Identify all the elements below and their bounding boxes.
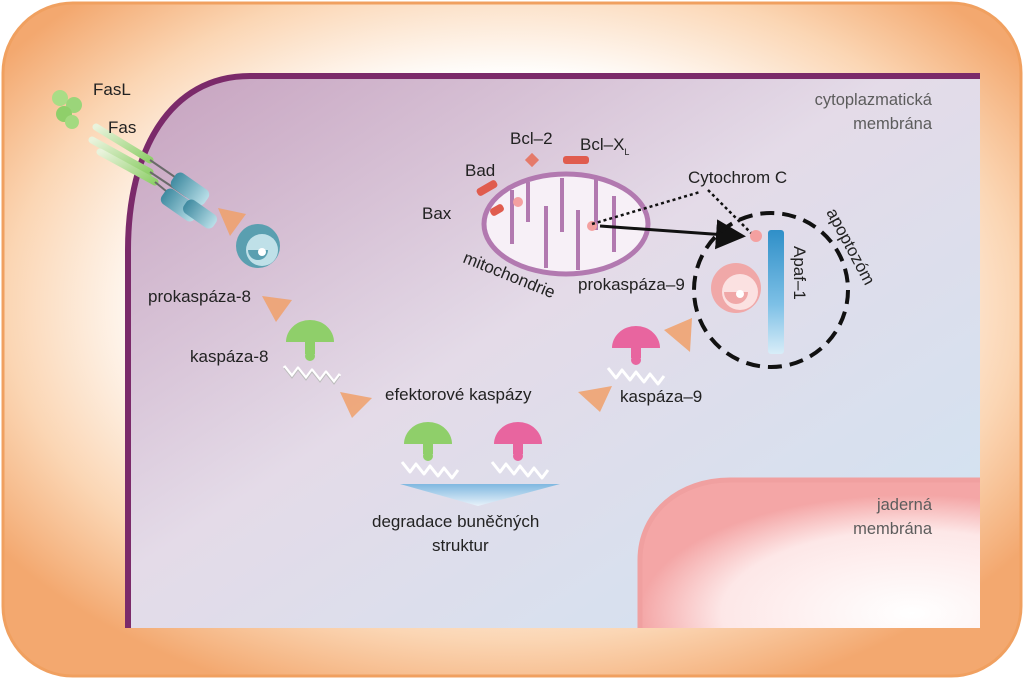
bclxl-label: Bcl–XL xyxy=(580,135,629,157)
fas-receptor-icon xyxy=(88,123,217,229)
fasl-label: FasL xyxy=(93,80,131,99)
apaf1-label: Apaf–1 xyxy=(790,246,809,300)
nuclear-membrane-label-line1: jaderná xyxy=(876,496,933,514)
caspase-8-label: kaspáza-8 xyxy=(190,347,268,366)
bax-label: Bax xyxy=(422,204,452,223)
effector-caspase-pink-icon xyxy=(490,422,550,480)
caspase-8-icon xyxy=(282,320,342,385)
cytochrome-c-release-dotted xyxy=(591,190,701,226)
cytochrome-c-path-dotted xyxy=(707,189,753,235)
cytoplasmic-membrane-label-line2: membrána xyxy=(853,115,933,133)
mitochondria-icon xyxy=(481,171,651,277)
cytochrome-c-arrow xyxy=(599,219,746,250)
nuclear-membrane-label-line2: membrána xyxy=(853,520,933,538)
fasl-ligand-icon xyxy=(52,90,82,129)
bad-protein-icon xyxy=(476,180,498,196)
degradation-arrow xyxy=(400,484,560,506)
bad-label: Bad xyxy=(465,161,495,180)
bcl2-protein-icon xyxy=(524,152,540,168)
procaspase-8-label: prokaspáza-8 xyxy=(148,287,251,306)
bax-protein-icon xyxy=(490,204,504,216)
caspase-9-label: kaspáza–9 xyxy=(620,387,702,406)
cytochrome-c-molecule-icon xyxy=(750,230,762,242)
bcl2-label: Bcl–2 xyxy=(510,129,553,148)
nucleus xyxy=(640,480,980,628)
apoptosome-boundary xyxy=(692,211,850,369)
effector-caspases-label: efektorové kaspázy xyxy=(385,385,532,404)
apaf1-icon xyxy=(768,230,784,354)
cytochrome-c-label: Cytochrom C xyxy=(688,168,787,187)
pathway-arrows xyxy=(218,208,692,418)
nuclear-membrane xyxy=(637,477,980,628)
bclxl-protein-icon xyxy=(563,156,589,164)
procaspase-8-icon xyxy=(236,224,280,268)
procaspase-9-label: prokaspáza–9 xyxy=(578,275,685,294)
fas-label: Fas xyxy=(108,118,136,137)
procaspase-9-icon xyxy=(711,263,761,313)
cytoplasmic-membrane xyxy=(125,73,980,628)
degradation-label-line1: degradace buněčných xyxy=(372,512,539,531)
degradation-label-line2: struktur xyxy=(432,536,489,555)
effector-caspase-green-icon xyxy=(400,422,460,480)
caspase-9-icon xyxy=(606,326,666,386)
cytoplasmic-membrane-label-line1: cytoplazmatická xyxy=(815,91,933,109)
